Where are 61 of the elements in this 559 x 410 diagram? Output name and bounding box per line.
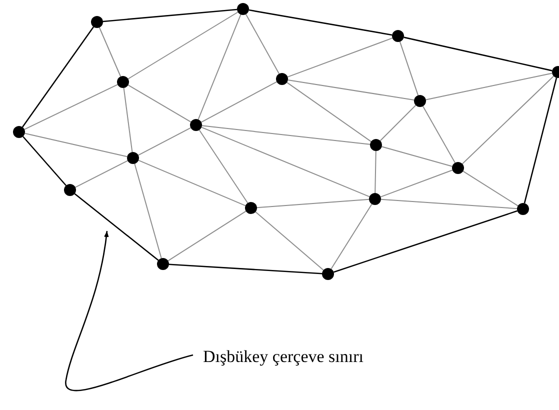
point-dot [64,184,76,196]
triangle-edge [198,14,242,120]
triangle-edge [256,198,370,208]
boundary-line [248,9,392,36]
triangle-edge [462,170,518,206]
triangle-edge [399,41,419,96]
point-dot [127,152,139,164]
triangle-edge [24,132,128,158]
point-dot [117,76,129,88]
boundary-line [524,78,558,204]
triangle-edge [381,146,453,167]
triangle-edge [201,125,371,145]
boundary-line [102,8,238,22]
boundary-line [333,210,518,273]
triangle-edge [128,12,238,80]
triangle-edge [98,27,122,77]
boundary-line [74,193,159,261]
point-dot [322,268,334,280]
triangle-edge [24,84,118,130]
triangle-edge [138,127,192,156]
triangle-edge [287,79,415,101]
triangle-edge [198,130,248,204]
point-dot [369,193,381,205]
triangle-edge [134,163,162,259]
point-dot [276,73,288,85]
triangle-edge [380,198,518,210]
triangle-edge [287,38,393,78]
triangle-edge [138,160,246,206]
caption-text: Dışbükey çerçeve sınırı [203,347,364,368]
triangle-edge [374,150,376,194]
triangle-edge [286,82,372,142]
boundary-line [22,136,67,186]
triangle-edge [128,84,192,122]
boundary-line [168,264,322,274]
point-dot [392,30,404,42]
triangle-edge [201,126,370,198]
triangle-edge [422,106,456,164]
triangle-edge [74,160,128,188]
triangle-edge [123,87,133,153]
point-dot [245,202,257,214]
triangle-edge [168,210,246,262]
triangle-edge [462,76,554,164]
point-dot [157,258,169,270]
point-dot [452,162,464,174]
triangle-edge [380,104,416,142]
triangle-edge [200,81,278,123]
boundary-line [404,36,552,72]
point-dot [517,203,529,215]
triangle-edge [255,211,324,271]
point-dot [91,16,103,28]
point-dot [13,126,25,138]
leader-arrow [65,230,194,392]
triangle-edge [425,72,553,100]
point-dot [237,3,249,15]
triangle-edge [380,170,453,198]
triangle-edge [245,14,280,74]
boundary-line [22,26,94,128]
point-dot [414,95,426,107]
triangle-edge [330,204,372,270]
point-dot [190,119,202,131]
point-dot [370,139,382,151]
